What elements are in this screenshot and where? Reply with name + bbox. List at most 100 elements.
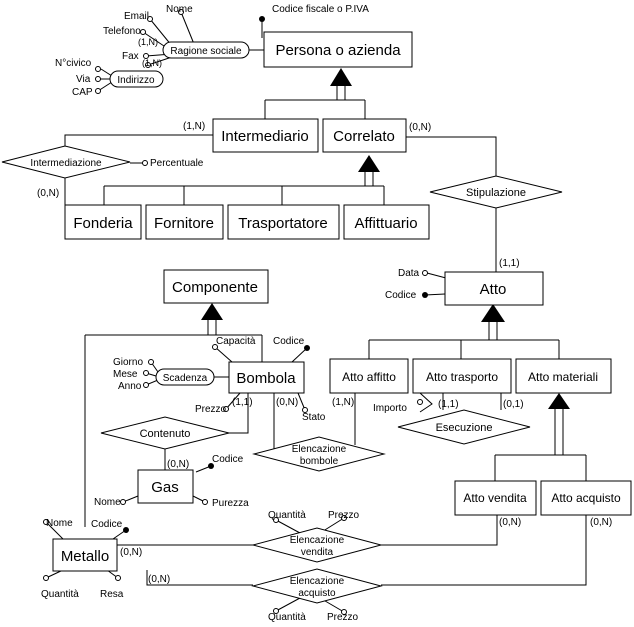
relationship-elencazione-vendita-line1: Elencazione	[290, 535, 345, 546]
relationship-elencazione-bombole-line2: bombole	[300, 456, 339, 467]
entity-metallo[interactable]: Metallo	[52, 538, 118, 572]
entity-gas[interactable]: Gas	[137, 469, 194, 504]
attribute-marker	[142, 160, 148, 166]
cardinality-metallo-acquisto: (0,N)	[148, 574, 170, 585]
attr-codice-gas: Codice	[212, 454, 244, 465]
entity-atto[interactable]: Atto	[444, 271, 544, 306]
entity-trasportatore-label: Trasportatore	[238, 215, 327, 232]
entity-atto-acquisto[interactable]: Atto acquisto	[540, 480, 632, 516]
attribute-marker	[95, 66, 101, 72]
attribute-labels: Codice fiscale o P.IVA Nome Email Telefo…	[41, 4, 420, 623]
attr-codice-metallo: Codice	[91, 519, 123, 530]
entity-atto-trasporto[interactable]: Atto trasporto	[412, 358, 512, 394]
attr-percentuale: Percentuale	[150, 158, 204, 169]
attr-n-civico: N°civico	[55, 58, 92, 69]
attr-nome: Nome	[166, 4, 193, 15]
relationship-intermediazione-label: Intermediazione	[30, 158, 102, 169]
relationship-elencazione-vendita[interactable]: Elencazione vendita	[251, 527, 383, 563]
relationship-esecuzione-label: Esecuzione	[436, 422, 493, 434]
entity-intermediario[interactable]: Intermediario	[212, 118, 319, 153]
attribute-marker	[143, 53, 149, 59]
entity-fonderia[interactable]: Fonderia	[64, 204, 142, 240]
identifier-marker	[259, 16, 265, 22]
relationship-contenuto[interactable]: Contenuto	[100, 416, 230, 450]
attribute-marker	[273, 608, 279, 614]
attr-codice-atto: Codice	[385, 290, 417, 301]
attr-nome-metallo: Nome	[46, 518, 73, 529]
cardinality-atto-trasporto: (1,1)	[438, 399, 459, 410]
entity-affittuario[interactable]: Affittuario	[343, 204, 430, 240]
attr-nome-gas: Nome	[94, 497, 121, 508]
relationship-elencazione-acquisto-line2: acquisto	[298, 588, 336, 599]
attribute-marker	[145, 62, 151, 68]
composite-indirizzo[interactable]: Indirizzo	[109, 70, 164, 88]
attribute-marker	[95, 88, 101, 94]
entity-atto-vendita-label: Atto vendita	[463, 491, 527, 505]
relationship-stipulazione[interactable]: Stipulazione	[429, 175, 563, 209]
identifier-marker	[208, 463, 214, 469]
relationship-elencazione-acquisto[interactable]: Elencazione acquisto	[251, 568, 383, 604]
attr-telefono: Telefono	[103, 26, 141, 37]
attribute-marker	[95, 76, 101, 82]
entity-atto-label: Atto	[480, 281, 507, 298]
identifier-marker	[304, 345, 310, 351]
attribute-marker	[417, 399, 423, 405]
composite-scadenza[interactable]: Scadenza	[155, 368, 215, 386]
entity-bombola-label: Bombola	[236, 370, 296, 387]
entity-fornitore[interactable]: Fornitore	[145, 204, 224, 240]
attr-quantita-acquisto: Quantità	[268, 612, 306, 623]
entity-correlato-label: Correlato	[333, 128, 395, 145]
attribute-marker	[341, 609, 347, 615]
relationship-elencazione-bombole-line1: Elencazione	[292, 444, 347, 455]
attr-stato: Stato	[302, 412, 326, 423]
relationship-intermediazione[interactable]: Intermediazione	[1, 145, 131, 179]
entity-affittuario-label: Affittuario	[354, 215, 417, 232]
entity-persona[interactable]: Persona o azienda	[263, 31, 413, 68]
attr-prezzo-bombola: Prezzo	[195, 404, 227, 415]
relationship-elencazione-bombole[interactable]: Elencazione bombole	[252, 436, 386, 472]
attr-prezzo-vendita: Prezzo	[328, 510, 360, 521]
relationship-contenuto-label: Contenuto	[140, 428, 191, 440]
isa-arrow-persona	[330, 68, 352, 86]
attr-resa: Resa	[100, 589, 124, 600]
attr-codice-bombola: Codice	[273, 336, 305, 347]
relationship-elencazione-vendita-line2: vendita	[301, 547, 334, 558]
attr-mese: Mese	[113, 369, 138, 380]
relationship-esecuzione[interactable]: Esecuzione	[397, 409, 531, 445]
entity-trasportatore[interactable]: Trasportatore	[227, 204, 340, 240]
entity-componente[interactable]: Componente	[163, 269, 269, 304]
entity-fonderia-label: Fonderia	[73, 215, 133, 232]
attribute-marker	[147, 16, 153, 22]
attribute-marker	[212, 344, 218, 350]
attribute-marker	[115, 575, 121, 581]
attr-giorno: Giorno	[113, 357, 143, 368]
entity-bombola[interactable]: Bombola	[228, 361, 305, 394]
attribute-marker	[302, 407, 308, 413]
cardinality-metallo-vendita: (0,N)	[120, 547, 142, 558]
isa-arrow-atto	[481, 304, 505, 322]
entity-correlato[interactable]: Correlato	[322, 118, 407, 153]
entity-atto-affitto[interactable]: Atto affitto	[329, 358, 409, 394]
attr-fax: Fax	[122, 51, 139, 62]
attr-email: Email	[124, 11, 149, 22]
cardinality-atto-materiali: (0,1)	[503, 399, 524, 410]
entity-atto-trasporto-label: Atto trasporto	[426, 370, 498, 384]
attr-via: Via	[76, 74, 91, 85]
attribute-marker	[422, 270, 428, 276]
entity-componente-label: Componente	[172, 279, 258, 296]
entity-atto-materiali[interactable]: Atto materiali	[515, 358, 612, 394]
attr-data: Data	[398, 268, 420, 279]
identifier-marker	[123, 527, 129, 533]
composite-ragione-sociale[interactable]: Ragione sociale	[162, 41, 250, 59]
composite-ragione-sociale-label: Ragione sociale	[170, 46, 242, 57]
attr-importo: Importo	[373, 403, 407, 414]
isa-arrow-componente	[201, 303, 223, 320]
cardinality-atto-acquisto: (0,N)	[590, 517, 612, 528]
cardinality-fax: (1,N)	[142, 58, 162, 68]
attribute-marker	[148, 359, 154, 365]
attr-codice-fiscale: Codice fiscale o P.IVA	[272, 4, 369, 15]
attribute-markers	[43, 9, 428, 615]
entity-atto-vendita[interactable]: Atto vendita	[454, 480, 537, 516]
attribute-marker	[341, 515, 347, 521]
attr-quantita-metallo: Quantità	[41, 589, 79, 600]
